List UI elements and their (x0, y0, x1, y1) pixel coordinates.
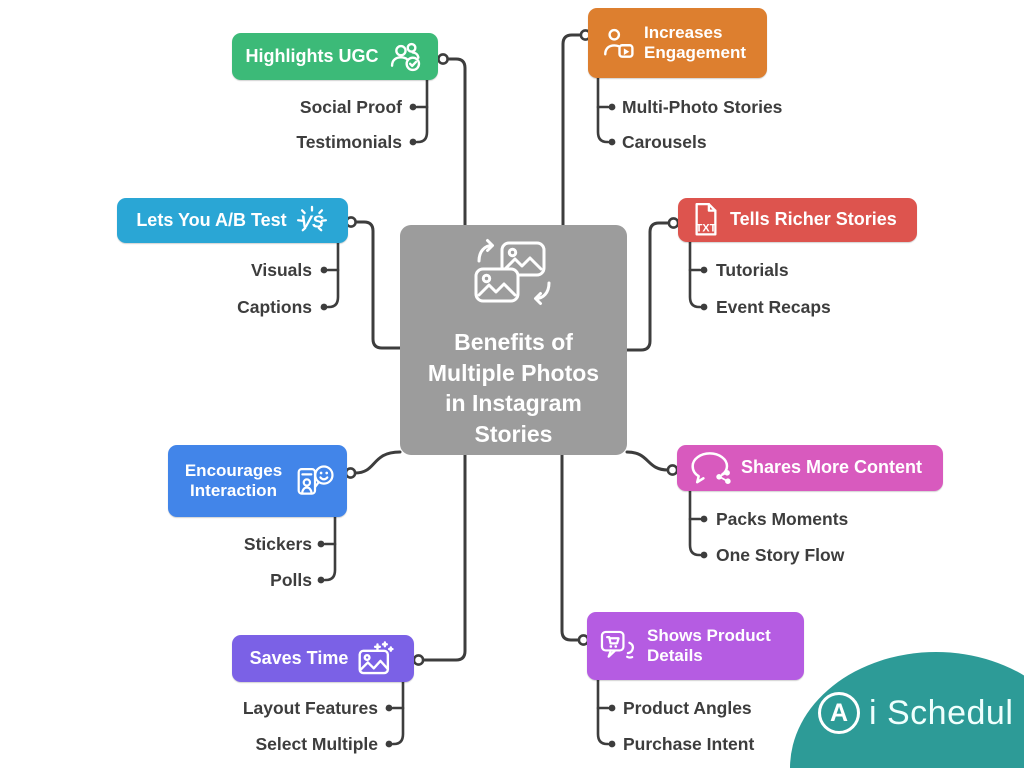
sub-item-purchase-intent: Purchase Intent (623, 734, 755, 754)
sub-item-select-multiple: Select Multiple (255, 734, 378, 754)
sub-item-tutorials: Tutorials (716, 260, 789, 280)
sub-item-event-recaps: Event Recaps (716, 297, 831, 317)
svg-text:TXT: TXT (696, 223, 717, 235)
sub-item-carousels: Carousels (622, 132, 707, 152)
sub-item-testimonials: Testimonials (296, 132, 402, 152)
sub-item-visuals: Visuals (251, 260, 312, 280)
sub-item-layout-features: Layout Features (242, 698, 378, 718)
cart-bubble-icon (600, 630, 635, 659)
branch-label: Increases Engagement (644, 22, 747, 62)
branch-node-shares-more-content: Shares More Content (677, 445, 943, 491)
branch-label: Shares More Content (741, 457, 923, 478)
center-title: Benefits of Multiple Photos in Instagram… (427, 329, 600, 447)
branch-node-saves-time: Saves Time (232, 635, 414, 682)
smiley-sticker-icon (297, 465, 334, 495)
brand-logo-a-icon: A (818, 692, 860, 734)
txt-file-icon: TXT (695, 203, 717, 236)
brand-logo-text: i Schedul (869, 693, 1014, 732)
sub-item-packs-moments: Packs Moments (716, 509, 849, 529)
branch-label: Saves Time (249, 647, 349, 668)
branch-label: Shows Product Details (647, 625, 771, 665)
center-node: Benefits of Multiple Photos in Instagram… (400, 225, 627, 455)
image-sparkles-icon (358, 640, 395, 674)
branch-label: Highlights UGC (245, 45, 379, 66)
vs-burst-icon: VS (296, 205, 327, 231)
branch-label: Encourages Interaction (184, 460, 283, 500)
branch-node-shows-product-details: Shows Product Details (587, 612, 804, 680)
branch-label: Tells Richer Stories (730, 209, 897, 230)
sub-item-social-proof: Social Proof (299, 97, 402, 117)
svg-text:VS: VS (300, 211, 324, 231)
branch-node-encourages-interaction: Encourages Interaction (168, 445, 347, 517)
branch-node-increases-engagement: Increases Engagement (588, 8, 767, 78)
branch-node-tells-richer-stories: TXT Tells Richer Stories (678, 198, 917, 242)
branch-node-highlights-ugc: Highlights UGC (232, 33, 438, 80)
sub-item-captions: Captions (237, 297, 312, 317)
branch-node-lets-you-ab-test: Lets You A/B Test VS (117, 198, 348, 243)
sub-item-stickers: Stickers (243, 534, 312, 554)
user-video-icon (604, 28, 634, 58)
brand-logo: A i Schedul (818, 692, 1013, 734)
sub-item-multi-photo-stories: Multi-Photo Stories (622, 97, 783, 117)
branch-label: Lets You A/B Test (136, 209, 287, 230)
sub-item-polls: Polls (270, 570, 312, 590)
sub-item-product-angles: Product Angles (623, 698, 752, 718)
photos-swap-icon (474, 239, 550, 305)
users-check-icon (390, 42, 420, 71)
sub-item-one-story-flow: One Story Flow (716, 545, 845, 565)
speech-share-icon (691, 452, 731, 484)
